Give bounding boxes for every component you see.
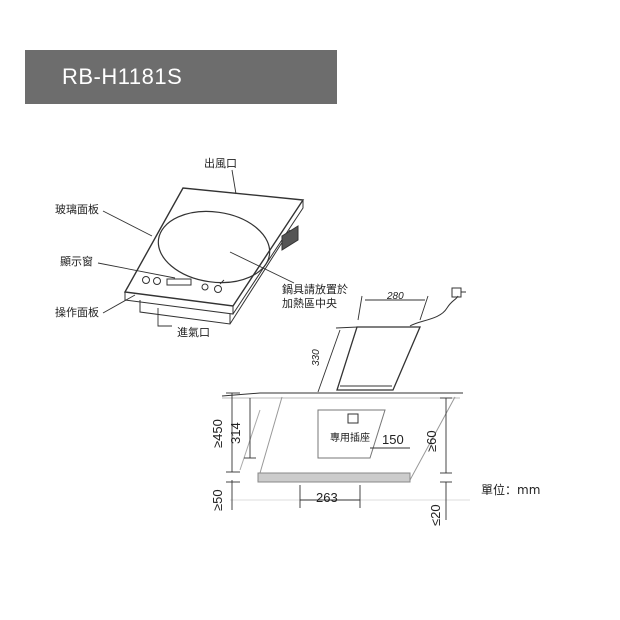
model-name: RB-H1181S bbox=[62, 64, 183, 89]
dim-max-20: ≤20 bbox=[428, 504, 443, 526]
intake-label: 進氣口 bbox=[177, 326, 210, 339]
dim-depth: 330 bbox=[311, 349, 322, 366]
model-banner: RB-H1181S bbox=[25, 50, 337, 104]
dim-min-60: ≥60 bbox=[424, 430, 439, 452]
dim-min-450: ≥450 bbox=[210, 419, 225, 448]
glass-panel-label: 玻璃面板 bbox=[55, 203, 99, 216]
dim-min-50: ≥50 bbox=[210, 489, 225, 511]
outlet-label: 專用插座 bbox=[330, 433, 370, 444]
installation-drawing bbox=[221, 287, 470, 501]
display-label: 顯示窗 bbox=[60, 255, 93, 268]
exhaust-label: 出風口 bbox=[204, 157, 237, 170]
dim-263: 263 bbox=[316, 490, 338, 505]
leader-lines bbox=[97, 169, 295, 327]
cookware-label-line2: 加熱區中央 bbox=[282, 297, 337, 310]
dimension-lines bbox=[226, 295, 452, 520]
dim-width: 280 bbox=[387, 291, 404, 302]
control-panel-label: 操作面板 bbox=[55, 306, 99, 319]
cookware-label-line1: 鍋具請放置於 bbox=[282, 283, 348, 296]
dim-150: 150 bbox=[382, 432, 404, 447]
dim-314: 314 bbox=[228, 422, 243, 444]
cooktop-drawing bbox=[123, 187, 305, 325]
unit-label: 單位：mm bbox=[481, 483, 541, 497]
